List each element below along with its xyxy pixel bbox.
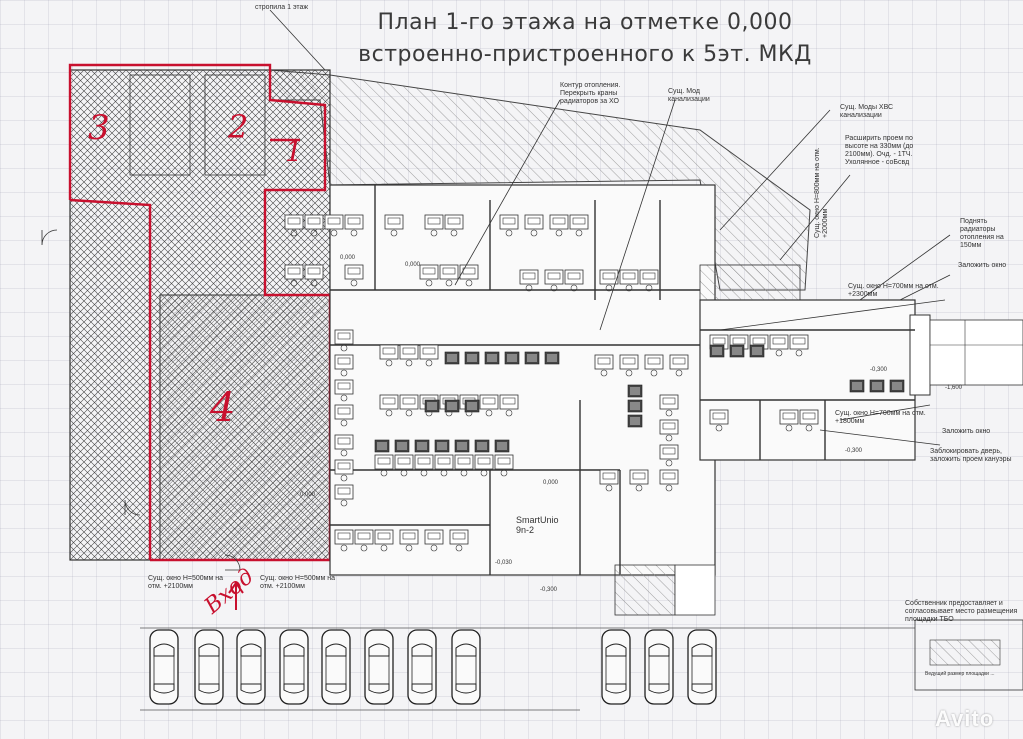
- level-mark: 0,000: [543, 480, 559, 486]
- note-owner-tbo: Собственник предоставляет и согласовывае…: [905, 600, 1018, 623]
- level-mark: -0,300: [845, 448, 863, 454]
- level-mark: 0,000: [405, 262, 421, 268]
- level-mark: -0,300: [540, 587, 558, 593]
- plan-title-line2: встроенно-пристроенного к 5эт. МКД: [358, 42, 812, 67]
- parking-cars: [149, 629, 717, 705]
- note-radiators: Поднять радиаторы отопления на 150мм: [960, 218, 1004, 249]
- note-window500b: Сущ. окно Н=500мм на отм. +2100мм: [260, 575, 336, 590]
- zone-2-label: 2: [228, 108, 249, 146]
- note-top: стропила 1 этаж: [255, 4, 309, 11]
- level-mark: -0,030: [495, 560, 513, 566]
- note-window700b: Сущ. окно Н=700мм на отм. +1800мм: [835, 410, 926, 425]
- note-window500a: Сущ. окно Н=500мм на отм. +2100мм: [148, 575, 224, 590]
- note-sewer: Сущ. Мод канализации: [668, 88, 710, 103]
- zone-3-label: 3: [88, 108, 110, 148]
- note-lay-window2: Заложить окно: [942, 428, 991, 435]
- note-lay-door: Заблокировать дверь, заложить проем кану…: [930, 448, 1012, 463]
- avito-watermark: Avito: [935, 706, 995, 731]
- note-water: Сущ. Моды ХВС канализации: [840, 104, 894, 119]
- note-widen: Расширить проем по высоте на 330мм (до 2…: [845, 135, 914, 166]
- note-heating: Контур отопления. Перекрыть краны радиат…: [560, 82, 621, 105]
- note-window800: Сущ. окно Н=800мм на отм. +2000мм: [814, 147, 829, 238]
- level-mark: 0,000: [300, 492, 316, 498]
- zone-4-label: 4: [210, 385, 236, 431]
- note-lay-window1: Заложить окно: [958, 262, 1007, 269]
- note-smart: SmartUnio 9n-2: [516, 515, 559, 535]
- zone-1-label: 1: [285, 135, 303, 168]
- level-mark: 0,000: [340, 255, 356, 261]
- plan-title-line1: План 1-го этажа на отметке 0,000: [377, 10, 793, 35]
- level-mark: -0,300: [870, 367, 888, 373]
- level-mark: -1,600: [945, 385, 963, 391]
- note-window700a: Сущ. окно Н=700мм на отм. +2300мм: [848, 283, 939, 298]
- note-tbo-small: Ведущий размер площадки ...: [925, 671, 995, 677]
